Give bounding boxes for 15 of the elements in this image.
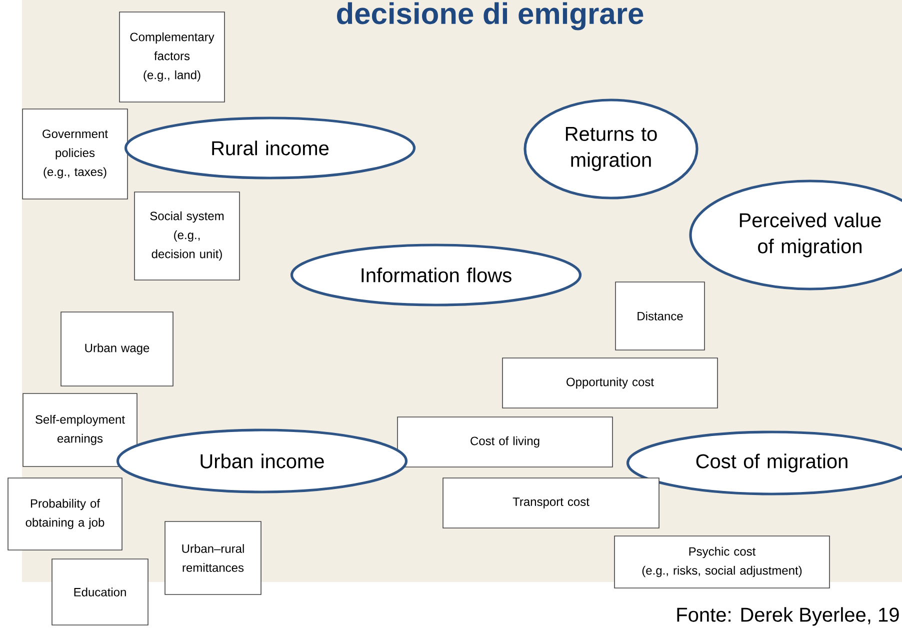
factor-box: Opportunity cost (502, 358, 718, 408)
factor-box: Social system (e.g., decision unit) (134, 192, 240, 280)
factor-box: Cost of living (397, 416, 613, 468)
factor-box: Government policies (e.g., taxes) (22, 108, 128, 200)
factor-box: Distance (615, 282, 705, 350)
factor-box: Education (52, 558, 148, 626)
source-note: Fonte: Derek Byerlee, 19 (677, 607, 899, 626)
slide-title: decisione di emigrare (337, 2, 644, 30)
factor-box: Transport cost (442, 478, 660, 528)
factor-box: Urban wage (60, 312, 174, 386)
factor-box: Psychic cost (e.g., risks, social adjustment) (614, 536, 830, 588)
factor-box: Probability of obtaining a job (8, 478, 122, 550)
factor-box: Complementary factors (e.g., land) (119, 12, 225, 102)
factor-box: Self-employment earnings (22, 393, 138, 467)
factor-box: Urban–rural remittances (164, 521, 262, 595)
